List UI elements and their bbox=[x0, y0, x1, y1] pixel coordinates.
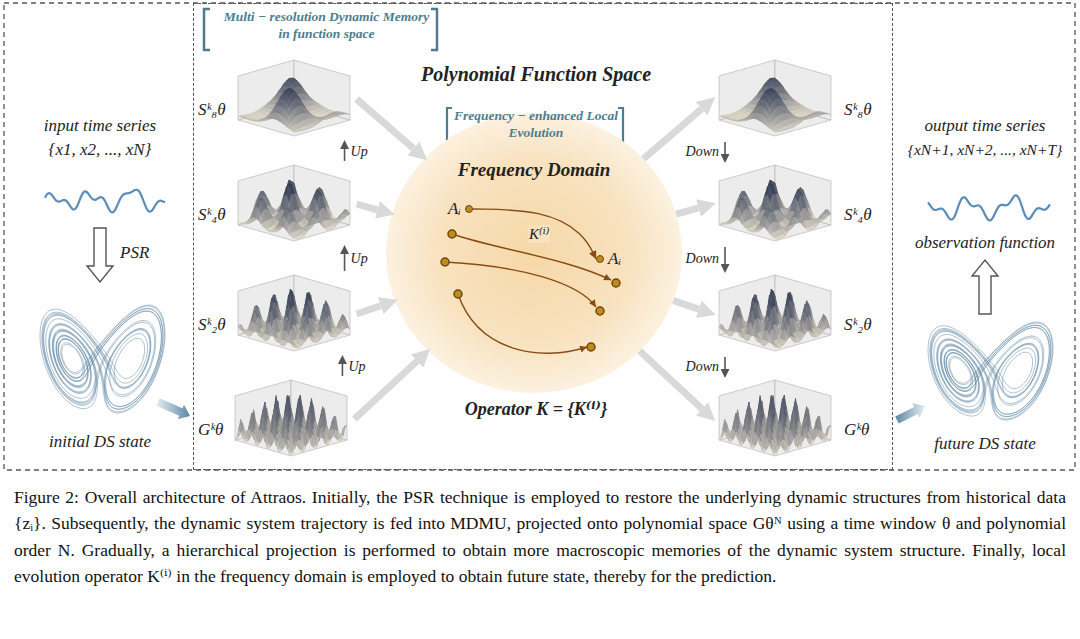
time-series-line bbox=[45, 190, 165, 213]
polynomial-surface: Sᵏ₄θ bbox=[198, 161, 357, 247]
surface-facet bbox=[243, 223, 248, 225]
surface-wall bbox=[294, 60, 350, 120]
attractor-trajectory bbox=[928, 322, 1053, 420]
surface-facet bbox=[311, 211, 316, 217]
surface-facet bbox=[291, 130, 296, 133]
node-text: Sᵏ₄θ bbox=[198, 205, 226, 225]
bracket bbox=[618, 108, 623, 143]
node-text: Frequency − enhanced Local Evolution bbox=[454, 108, 619, 142]
surface-wall bbox=[235, 380, 291, 440]
surface-wall bbox=[291, 380, 347, 440]
surface-facet bbox=[306, 217, 311, 226]
bracket bbox=[204, 9, 210, 50]
bracket bbox=[431, 9, 437, 50]
surface-wall bbox=[294, 165, 350, 225]
surface-facet bbox=[338, 329, 342, 334]
surface-wall bbox=[238, 165, 294, 225]
surface-facet bbox=[271, 229, 276, 232]
surface-facet bbox=[258, 215, 263, 225]
surface-facet bbox=[273, 328, 277, 337]
attractor-trajectory bbox=[40, 305, 165, 413]
polynomial-surface: Sᵏ₂θ bbox=[198, 271, 357, 357]
surface-plot bbox=[232, 271, 357, 357]
hollow-arrow bbox=[972, 260, 998, 314]
surface-facet bbox=[301, 340, 305, 345]
transition-arrow bbox=[895, 403, 925, 423]
surface-facet bbox=[258, 325, 262, 333]
surface-facet bbox=[322, 324, 326, 335]
node-text: Sᵏ₂θ bbox=[198, 315, 226, 335]
surface-facet bbox=[331, 333, 335, 337]
polynomial-surface: Sᵏ₈θ bbox=[198, 56, 357, 142]
surface-facet bbox=[306, 217, 311, 226]
surface-facet bbox=[309, 211, 314, 220]
surface-facet bbox=[292, 340, 296, 345]
surface-facet bbox=[303, 332, 307, 341]
time-series-line bbox=[928, 195, 1050, 220]
surface-facet bbox=[256, 324, 260, 333]
surface-facet bbox=[286, 226, 291, 234]
node-text: Polynomial Function Space bbox=[421, 63, 651, 86]
surface-wall bbox=[238, 60, 294, 120]
hollow-arrow bbox=[87, 228, 113, 282]
outer-dashed-frame bbox=[4, 3, 1075, 470]
surface-plot bbox=[232, 161, 357, 247]
surface-facet bbox=[337, 213, 342, 219]
surface-wall bbox=[238, 275, 294, 335]
transition-arrow bbox=[156, 398, 190, 419]
node-text: Operator K = {K⁽ⁱ⁾} bbox=[465, 398, 607, 420]
surface-facet bbox=[319, 223, 324, 229]
surface-facet bbox=[291, 237, 296, 239]
surface-facet bbox=[337, 213, 342, 219]
surface-wall bbox=[294, 275, 350, 335]
node-text: Sᵏ₈θ bbox=[198, 100, 226, 120]
surface-plot bbox=[232, 56, 357, 142]
surface-facet bbox=[288, 233, 293, 237]
surface-facet bbox=[239, 324, 243, 330]
surface-facet bbox=[238, 116, 243, 117]
polynomial-surface: Gᵏθ bbox=[198, 376, 354, 462]
surface-plot bbox=[229, 376, 354, 462]
node-text: Multi − resolution Dynamic Memory in fun… bbox=[219, 9, 434, 43]
surface-facet bbox=[249, 331, 253, 336]
